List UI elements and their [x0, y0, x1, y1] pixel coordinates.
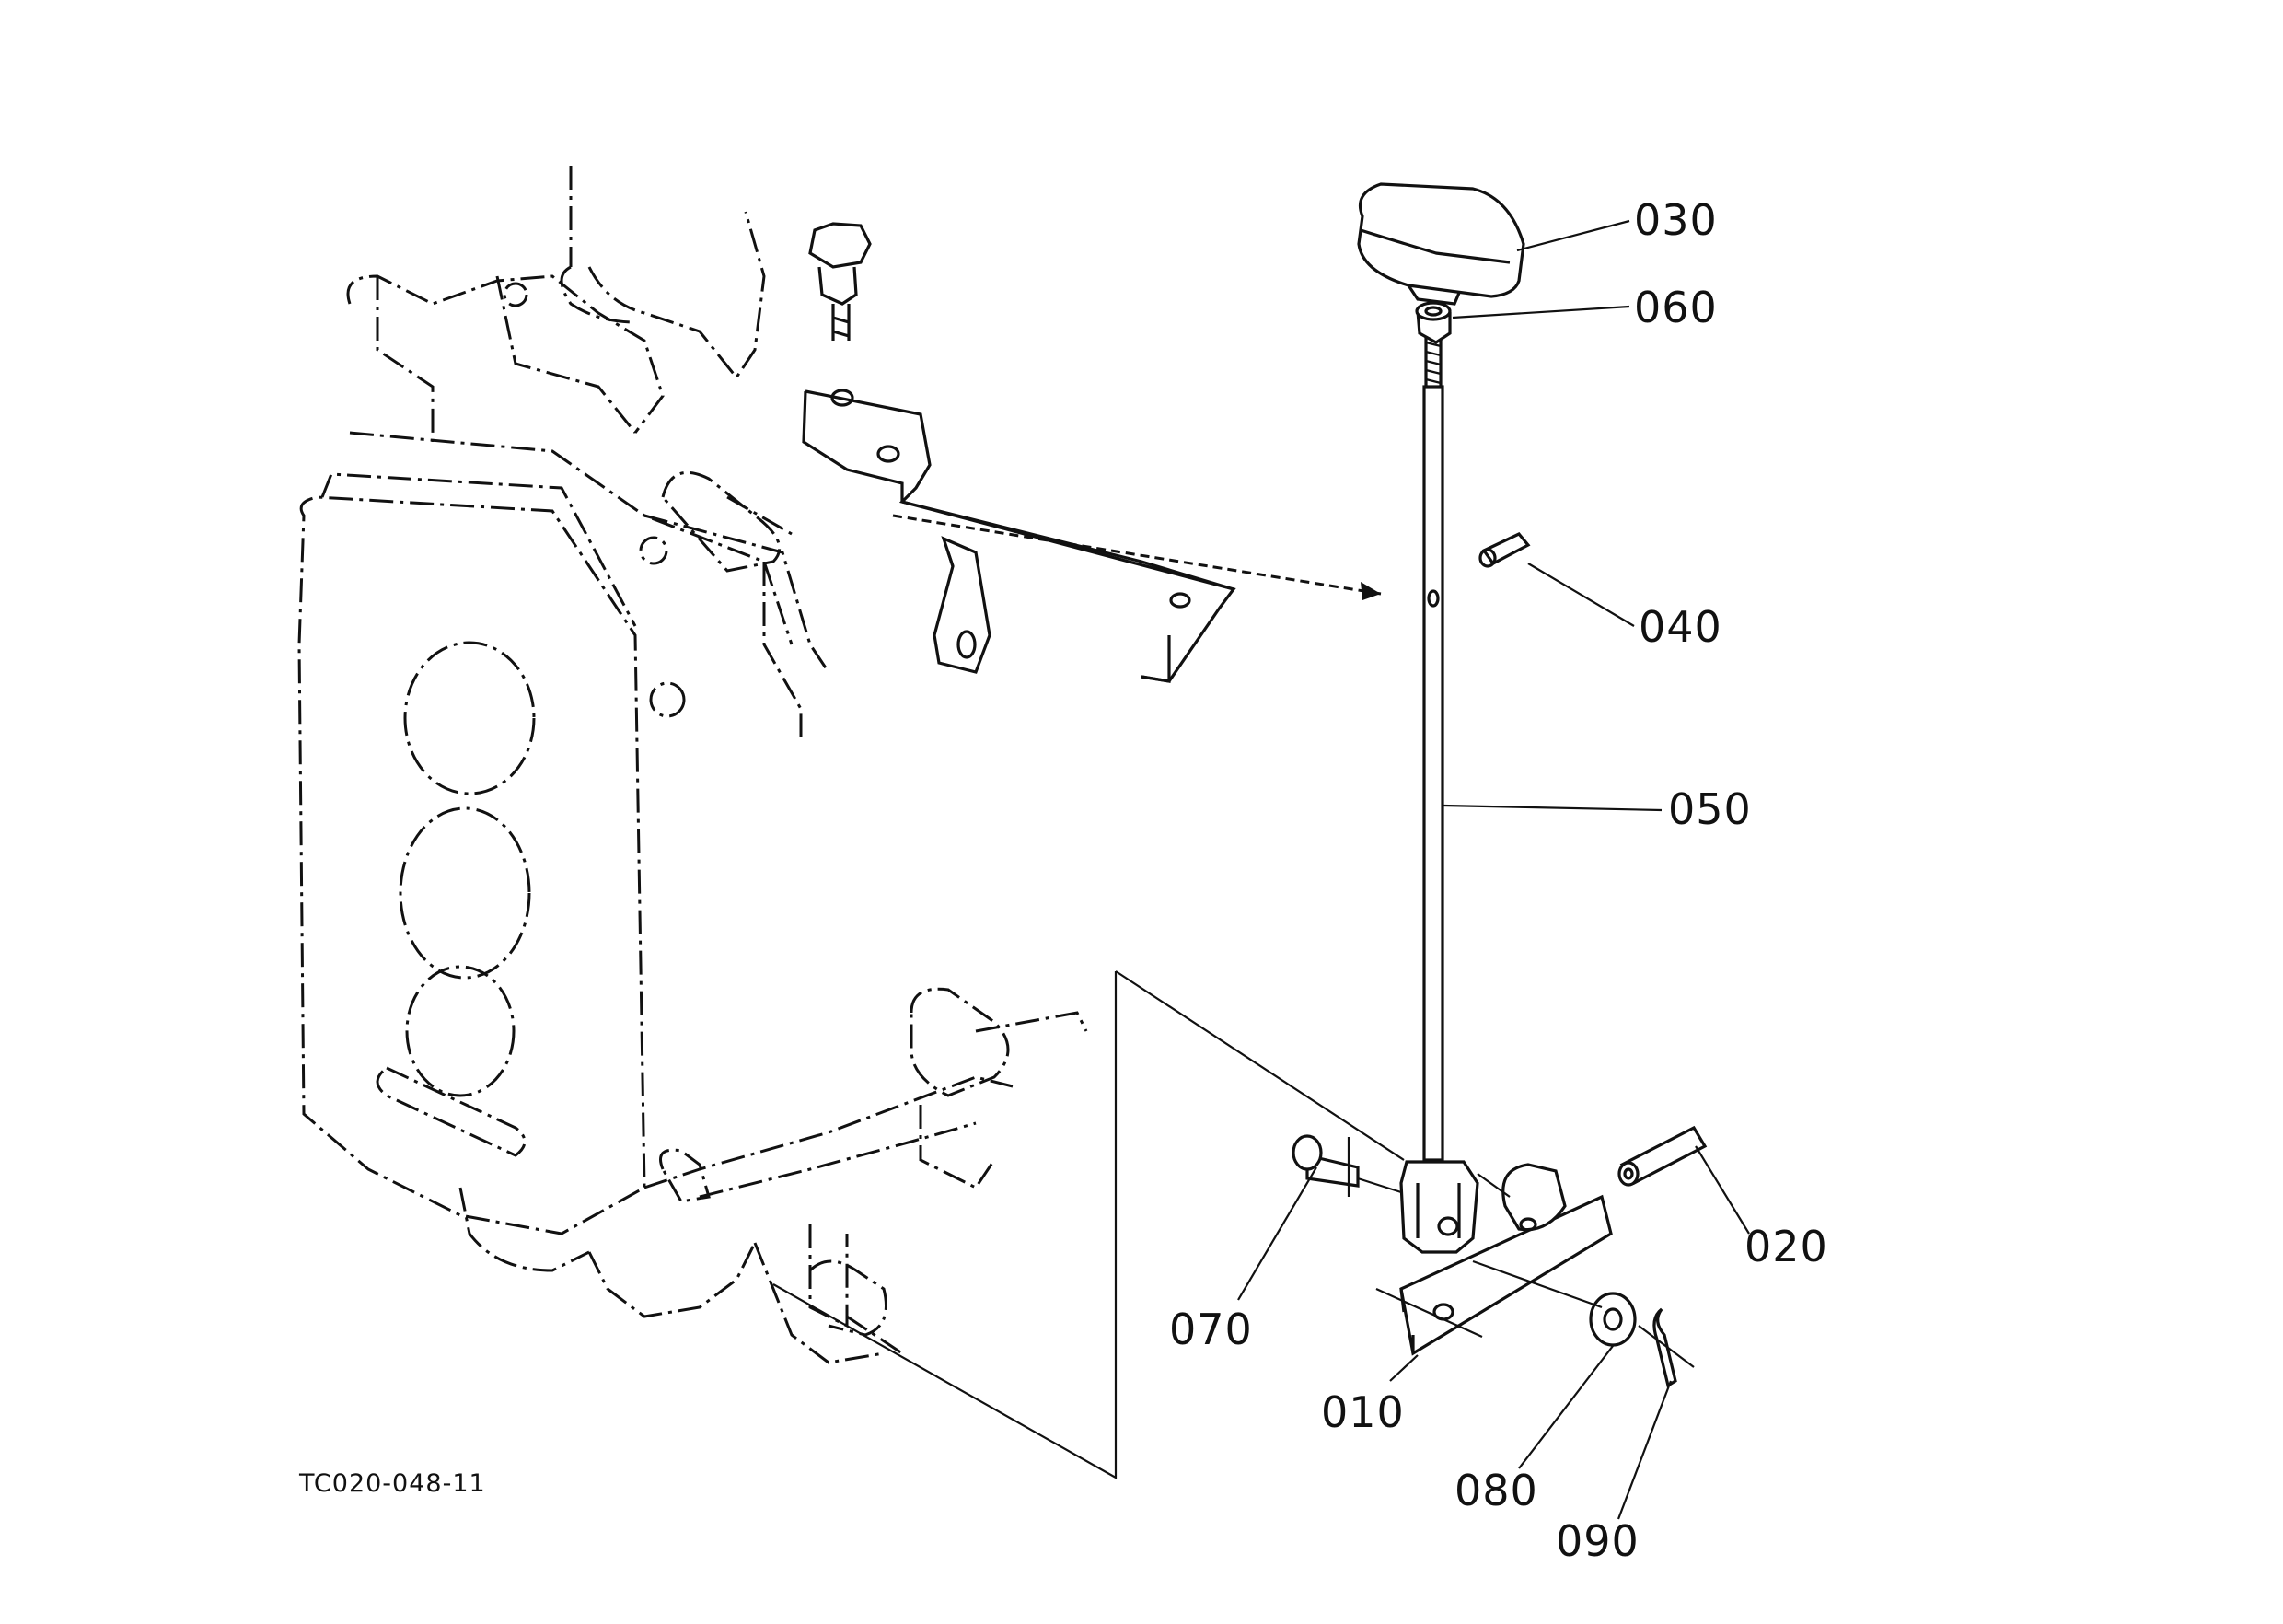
rod-050	[1399, 327, 1479, 1254]
mounting-bracket	[802, 222, 1382, 683]
leader-lines	[1237, 219, 1750, 1520]
spring-pin-040	[1478, 532, 1531, 568]
lever-arm-010	[1399, 1163, 1613, 1356]
transmission-housing	[297, 166, 1088, 1364]
label-040: 040	[1639, 602, 1722, 652]
label-090: 090	[1556, 1516, 1640, 1566]
knob-030	[1357, 182, 1525, 306]
label-060: 060	[1634, 283, 1718, 332]
clevis-pin-070	[1292, 1134, 1360, 1197]
label-030: 030	[1634, 195, 1718, 245]
spring-pin-020	[1617, 1125, 1708, 1187]
nut-060	[1415, 301, 1452, 344]
label-080: 080	[1454, 1466, 1538, 1515]
part-labels: 030 060 040 050 020 070 010 080 090	[1169, 195, 1828, 1566]
washer-080	[1589, 1292, 1637, 1347]
assembly-axis-lines	[772, 970, 1695, 1479]
label-020: 020	[1744, 1222, 1828, 1271]
cotter-pin-090	[1652, 1307, 1677, 1388]
label-010: 010	[1321, 1387, 1405, 1437]
label-050: 050	[1668, 784, 1752, 834]
label-070: 070	[1169, 1305, 1253, 1354]
diagram-code: TC020-048-11	[298, 1469, 486, 1498]
